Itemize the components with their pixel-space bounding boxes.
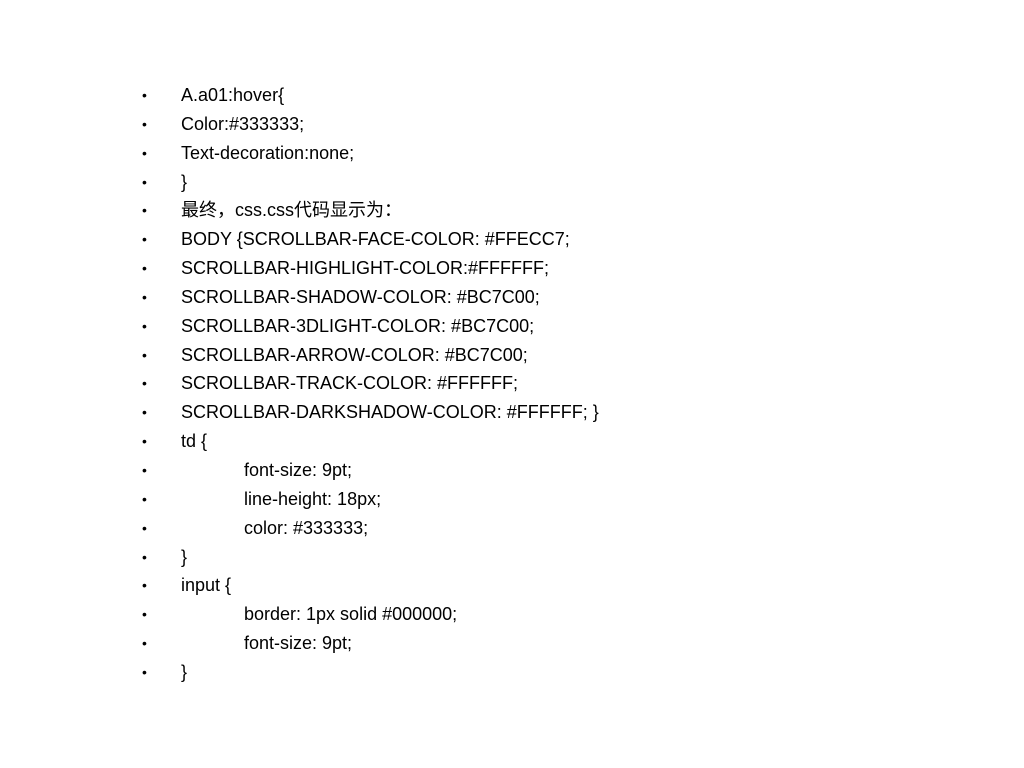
line-text: SCROLLBAR-ARROW-COLOR: #BC7C00; [181,344,528,365]
line-text: Color:#333333; [181,113,305,134]
bullet-icon: • [142,317,147,334]
line-text: Text-decoration:none; [181,142,355,163]
line-text: } [181,661,188,682]
line-text: td { [181,431,208,452]
bullet-icon: • [142,404,147,421]
line-text: input { [181,575,232,596]
line-text: color: #333333; [244,517,369,538]
bullet-icon: • [142,87,147,103]
bullet-icon: • [142,173,147,190]
bullet-icon: • [142,548,147,565]
bullet-icon: • [142,490,147,507]
line-text: A.a01:hover{ [181,85,285,105]
bullet-icon: • [142,433,147,450]
line-text: BODY {SCROLLBAR-FACE-COLOR: #FFECC7; [181,229,570,250]
line-text: SCROLLBAR-DARKSHADOW-COLOR: #FFFFFF; } [181,402,599,423]
line-text: SCROLLBAR-HIGHLIGHT-COLOR:#FFFFFF; [181,258,550,279]
line-text: SCROLLBAR-3DLIGHT-COLOR: #BC7C00; [181,315,535,336]
bullet-icon: • [142,635,147,652]
line-text: } [181,171,188,192]
bullet-icon: • [142,519,147,536]
bullet-icon: • [142,231,147,248]
bullet-icon: • [142,144,147,161]
bullet-icon: • [142,663,147,680]
bullet-icon: • [142,577,147,594]
bullet-icon: • [142,115,147,132]
line-text: 最终，css.css代码显示为： [181,200,403,221]
bullet-icon: • [142,606,147,623]
line-text: SCROLLBAR-TRACK-COLOR: #FFFFFF; [181,373,519,394]
line-text: font-size: 9pt; [244,459,353,480]
bullet-icon: • [142,461,147,478]
bullet-icon: • [142,288,147,305]
bullet-icon: • [142,346,147,363]
bullet-icon: • [142,375,147,392]
bullet-icon: • [142,260,147,277]
line-text: font-size: 9pt; [244,633,353,654]
line-text: SCROLLBAR-SHADOW-COLOR: #BC7C00; [181,286,540,307]
line-text: } [181,546,188,567]
bullet-icon: • [142,202,147,219]
line-text: border: 1px solid #000000; [244,604,458,625]
line-text: line-height: 18px; [244,488,382,509]
